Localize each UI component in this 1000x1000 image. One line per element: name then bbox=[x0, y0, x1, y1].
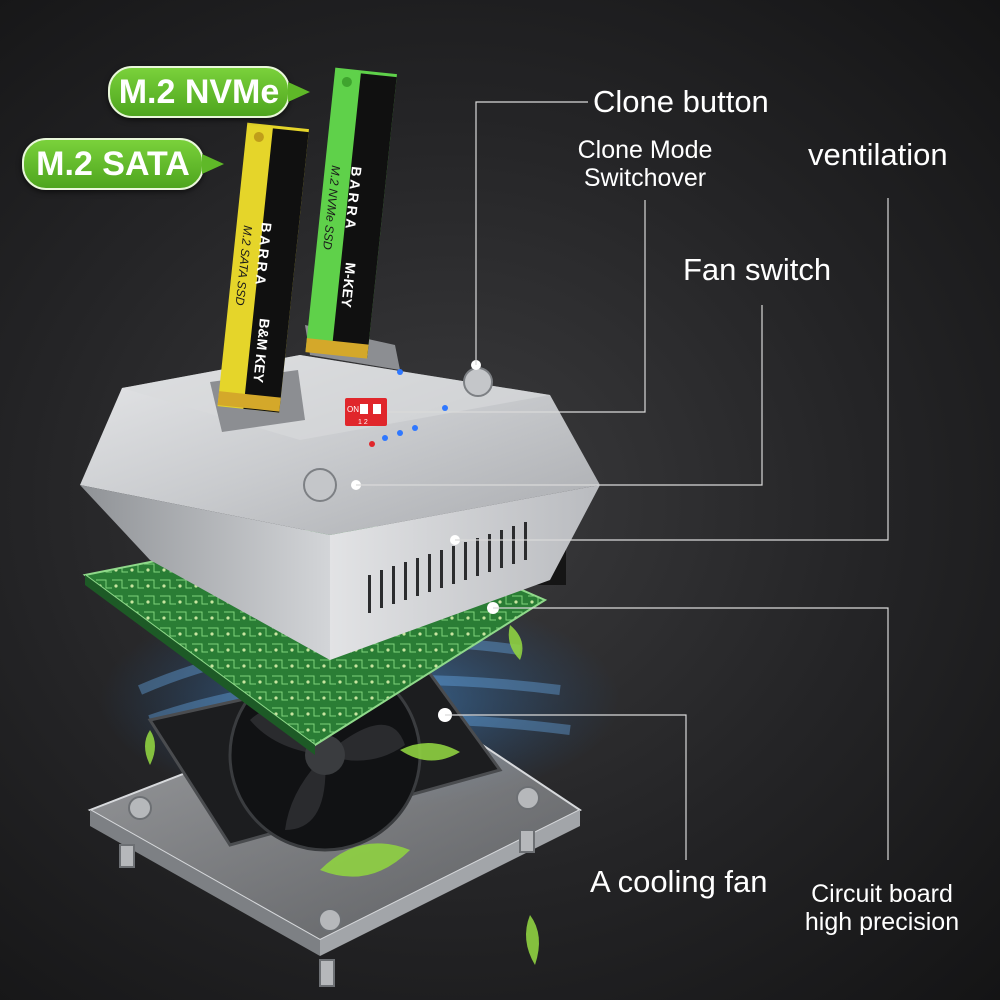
sata-ssd-brand: BARRA bbox=[252, 222, 275, 289]
callout-lines bbox=[356, 101, 889, 860]
sata-badge-pointer bbox=[202, 154, 224, 174]
nvme-ssd-key: M-KEY bbox=[338, 262, 359, 309]
standoff-screws bbox=[119, 696, 540, 987]
clone-mode-line1: Clone Mode bbox=[577, 136, 713, 164]
ventilation-label: ventilation bbox=[808, 137, 948, 172]
base-plate-edge-right bbox=[320, 810, 580, 956]
fan-switch-label: Fan switch bbox=[683, 252, 832, 287]
nvme-badge-text: M.2 NVMe bbox=[118, 73, 280, 111]
dip-numbers: 1 2 bbox=[358, 419, 368, 426]
clone-button-label: Clone button bbox=[593, 84, 769, 119]
nvme-badge-pointer bbox=[288, 82, 310, 102]
sata-ssd-key: B&M KEY bbox=[250, 318, 273, 385]
circuit-board-line1: Circuit board bbox=[811, 880, 953, 908]
clone-mode-label: Clone Mode Switchover bbox=[560, 136, 730, 192]
nvme-ssd bbox=[305, 67, 397, 359]
cooling-fan-label: A cooling fan bbox=[590, 864, 768, 899]
leaf-decorations bbox=[145, 625, 539, 965]
clone-button-part bbox=[463, 367, 493, 397]
circuit-board-line2: high precision bbox=[804, 908, 960, 936]
dip-on-label: ON bbox=[347, 405, 359, 414]
base-plate-edge bbox=[90, 810, 320, 956]
nvme-ssd-brand: BARRA bbox=[342, 166, 365, 233]
sata-ssd bbox=[217, 122, 309, 413]
clone-mode-line2: Switchover bbox=[583, 164, 707, 192]
status-leds bbox=[382, 369, 448, 441]
sata-badge: M.2 SATA bbox=[22, 138, 224, 190]
nvme-badge: M.2 NVMe bbox=[108, 66, 310, 118]
ventilation-slots bbox=[368, 522, 527, 613]
sata-badge-text: M.2 SATA bbox=[36, 145, 190, 183]
circuit-board-label: Circuit board high precision bbox=[792, 880, 972, 936]
power-button bbox=[303, 468, 337, 502]
